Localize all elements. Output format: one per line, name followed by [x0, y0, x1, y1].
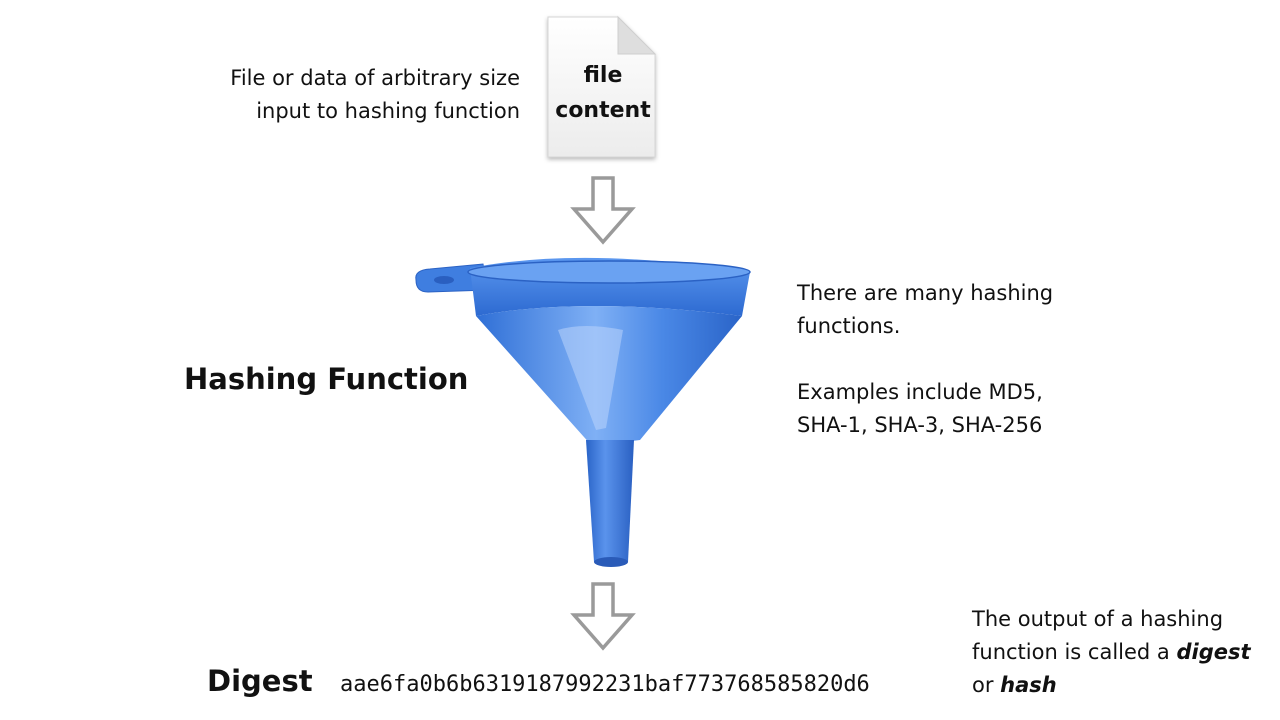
- hashing-examples-line-2: SHA-1, SHA-3, SHA-256: [797, 409, 1127, 442]
- digest-heading: Digest: [207, 664, 313, 698]
- down-arrow-icon: [568, 176, 638, 246]
- hashing-note: There are many hashing functions. Exampl…: [797, 277, 1127, 442]
- hashing-examples-line-1: Examples include MD5,: [797, 376, 1127, 409]
- output-note-line-3: or hash: [972, 669, 1272, 702]
- input-caption-line-2: input to hashing function: [150, 95, 520, 128]
- file-label-line-1: file: [548, 58, 658, 93]
- digest-emphasis: digest: [1176, 640, 1250, 664]
- funnel-icon: [408, 250, 758, 576]
- spacer: [797, 343, 1127, 376]
- hashing-function-heading: Hashing Function: [184, 362, 468, 396]
- file-label-line-2: content: [548, 93, 658, 128]
- digest-value: aae6fa0b6b6319187992231baf773768585820d6: [340, 672, 870, 697]
- output-note-line-3-text: or: [972, 673, 1000, 697]
- file-content-label: file content: [548, 58, 658, 128]
- down-arrow-icon: [568, 582, 638, 652]
- input-caption-line-1: File or data of arbitrary size: [150, 62, 520, 95]
- output-note-line-2-text: function is called a: [972, 640, 1176, 664]
- hashing-note-line-2: functions.: [797, 310, 1127, 343]
- output-note-line-2: function is called a digest: [972, 636, 1272, 669]
- input-caption: File or data of arbitrary size input to …: [150, 62, 520, 128]
- hashing-note-line-1: There are many hashing: [797, 277, 1127, 310]
- hash-emphasis: hash: [1000, 673, 1057, 697]
- output-note: The output of a hashing function is call…: [972, 603, 1272, 702]
- output-note-line-1: The output of a hashing: [972, 603, 1272, 636]
